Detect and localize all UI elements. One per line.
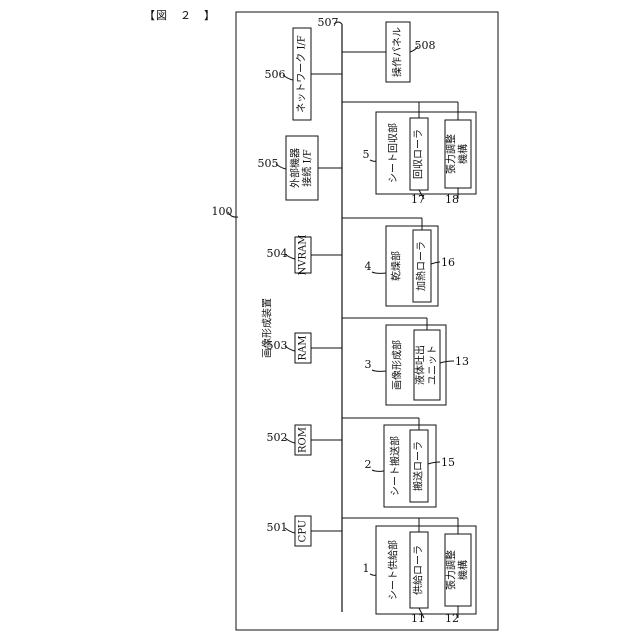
apparatus-ref: 100 [212,205,233,218]
sheet-collect-sub-1-ref: 17 [411,193,425,206]
image-forming-sub-1-ref: 13 [455,355,469,368]
nvram-label: NVRAM [298,235,309,276]
sheet-feed-unit-label: シート供給部 [387,540,400,600]
sheet-transport-unit-label: シート搬送部 [389,436,402,496]
nvram-ref: 504 [267,247,288,260]
sheet-collect-sub-1-label: 回収ローラ [413,129,425,179]
ext-if-label-line-2: 接続 I/F [301,149,314,186]
sheet-transport-sub-1-ref: 15 [441,456,455,469]
drying-unit-ref: 4 [365,260,372,273]
panel-ref: 508 [415,39,436,52]
sheet-feed-sub-1-ref: 11 [411,612,425,625]
sheet-transport-sub-1-label: 搬送ローラ [412,441,425,491]
sheet-feed-sub-2-label-line-1: 張力調整 [445,550,458,590]
ext-if-label-line-1: 外部機器 [289,148,302,188]
sheet-feed-unit-ref: 1 [363,562,370,575]
rom-label: ROM [298,427,309,453]
ram-label: RAM [298,336,309,361]
sheet-collect-sub-2-label-line-1: 張力調整 [445,134,458,174]
sheet-collect-unit-label: シート回収部 [387,123,400,183]
cpu-label: CPU [298,520,309,543]
figure-caption: 【図 ２ 】 [144,7,216,23]
rom-ref: 502 [267,431,288,444]
sheet-feed-sub-1-label: 供給ローラ [412,545,425,595]
sheet-collect-unit-ref: 5 [363,148,370,161]
image-forming-unit-label: 画像形成部 [391,340,404,390]
cpu-ref: 501 [267,521,288,534]
panel-label: 操作パネル [391,27,404,77]
sheet-collect-sub-2-ref: 18 [445,193,459,206]
ram-ref: 503 [267,339,288,352]
image-forming-sub-1-label-line-2: ユニット [428,345,439,385]
image-forming-unit-ref: 3 [365,358,372,371]
drying-unit-label: 乾燥部 [390,251,403,281]
ext-if-ref: 505 [258,157,279,170]
sheet-feed-sub-2-ref: 12 [445,612,459,625]
sheet-transport-unit-ref: 2 [365,458,372,471]
image-forming-sub-1-label-line-1: 液体吐出 [414,345,427,385]
drying-sub-1-ref: 16 [441,256,455,269]
net-if-ref: 506 [265,68,286,81]
sheet-feed-sub-2-label-line-2: 機構 [457,560,470,580]
net-if-label: ネットワーク I/F [296,35,308,112]
sheet-collect-sub-2-label-line-2: 機構 [457,144,470,164]
drying-sub-1-label: 加熱ローラ [415,241,428,291]
